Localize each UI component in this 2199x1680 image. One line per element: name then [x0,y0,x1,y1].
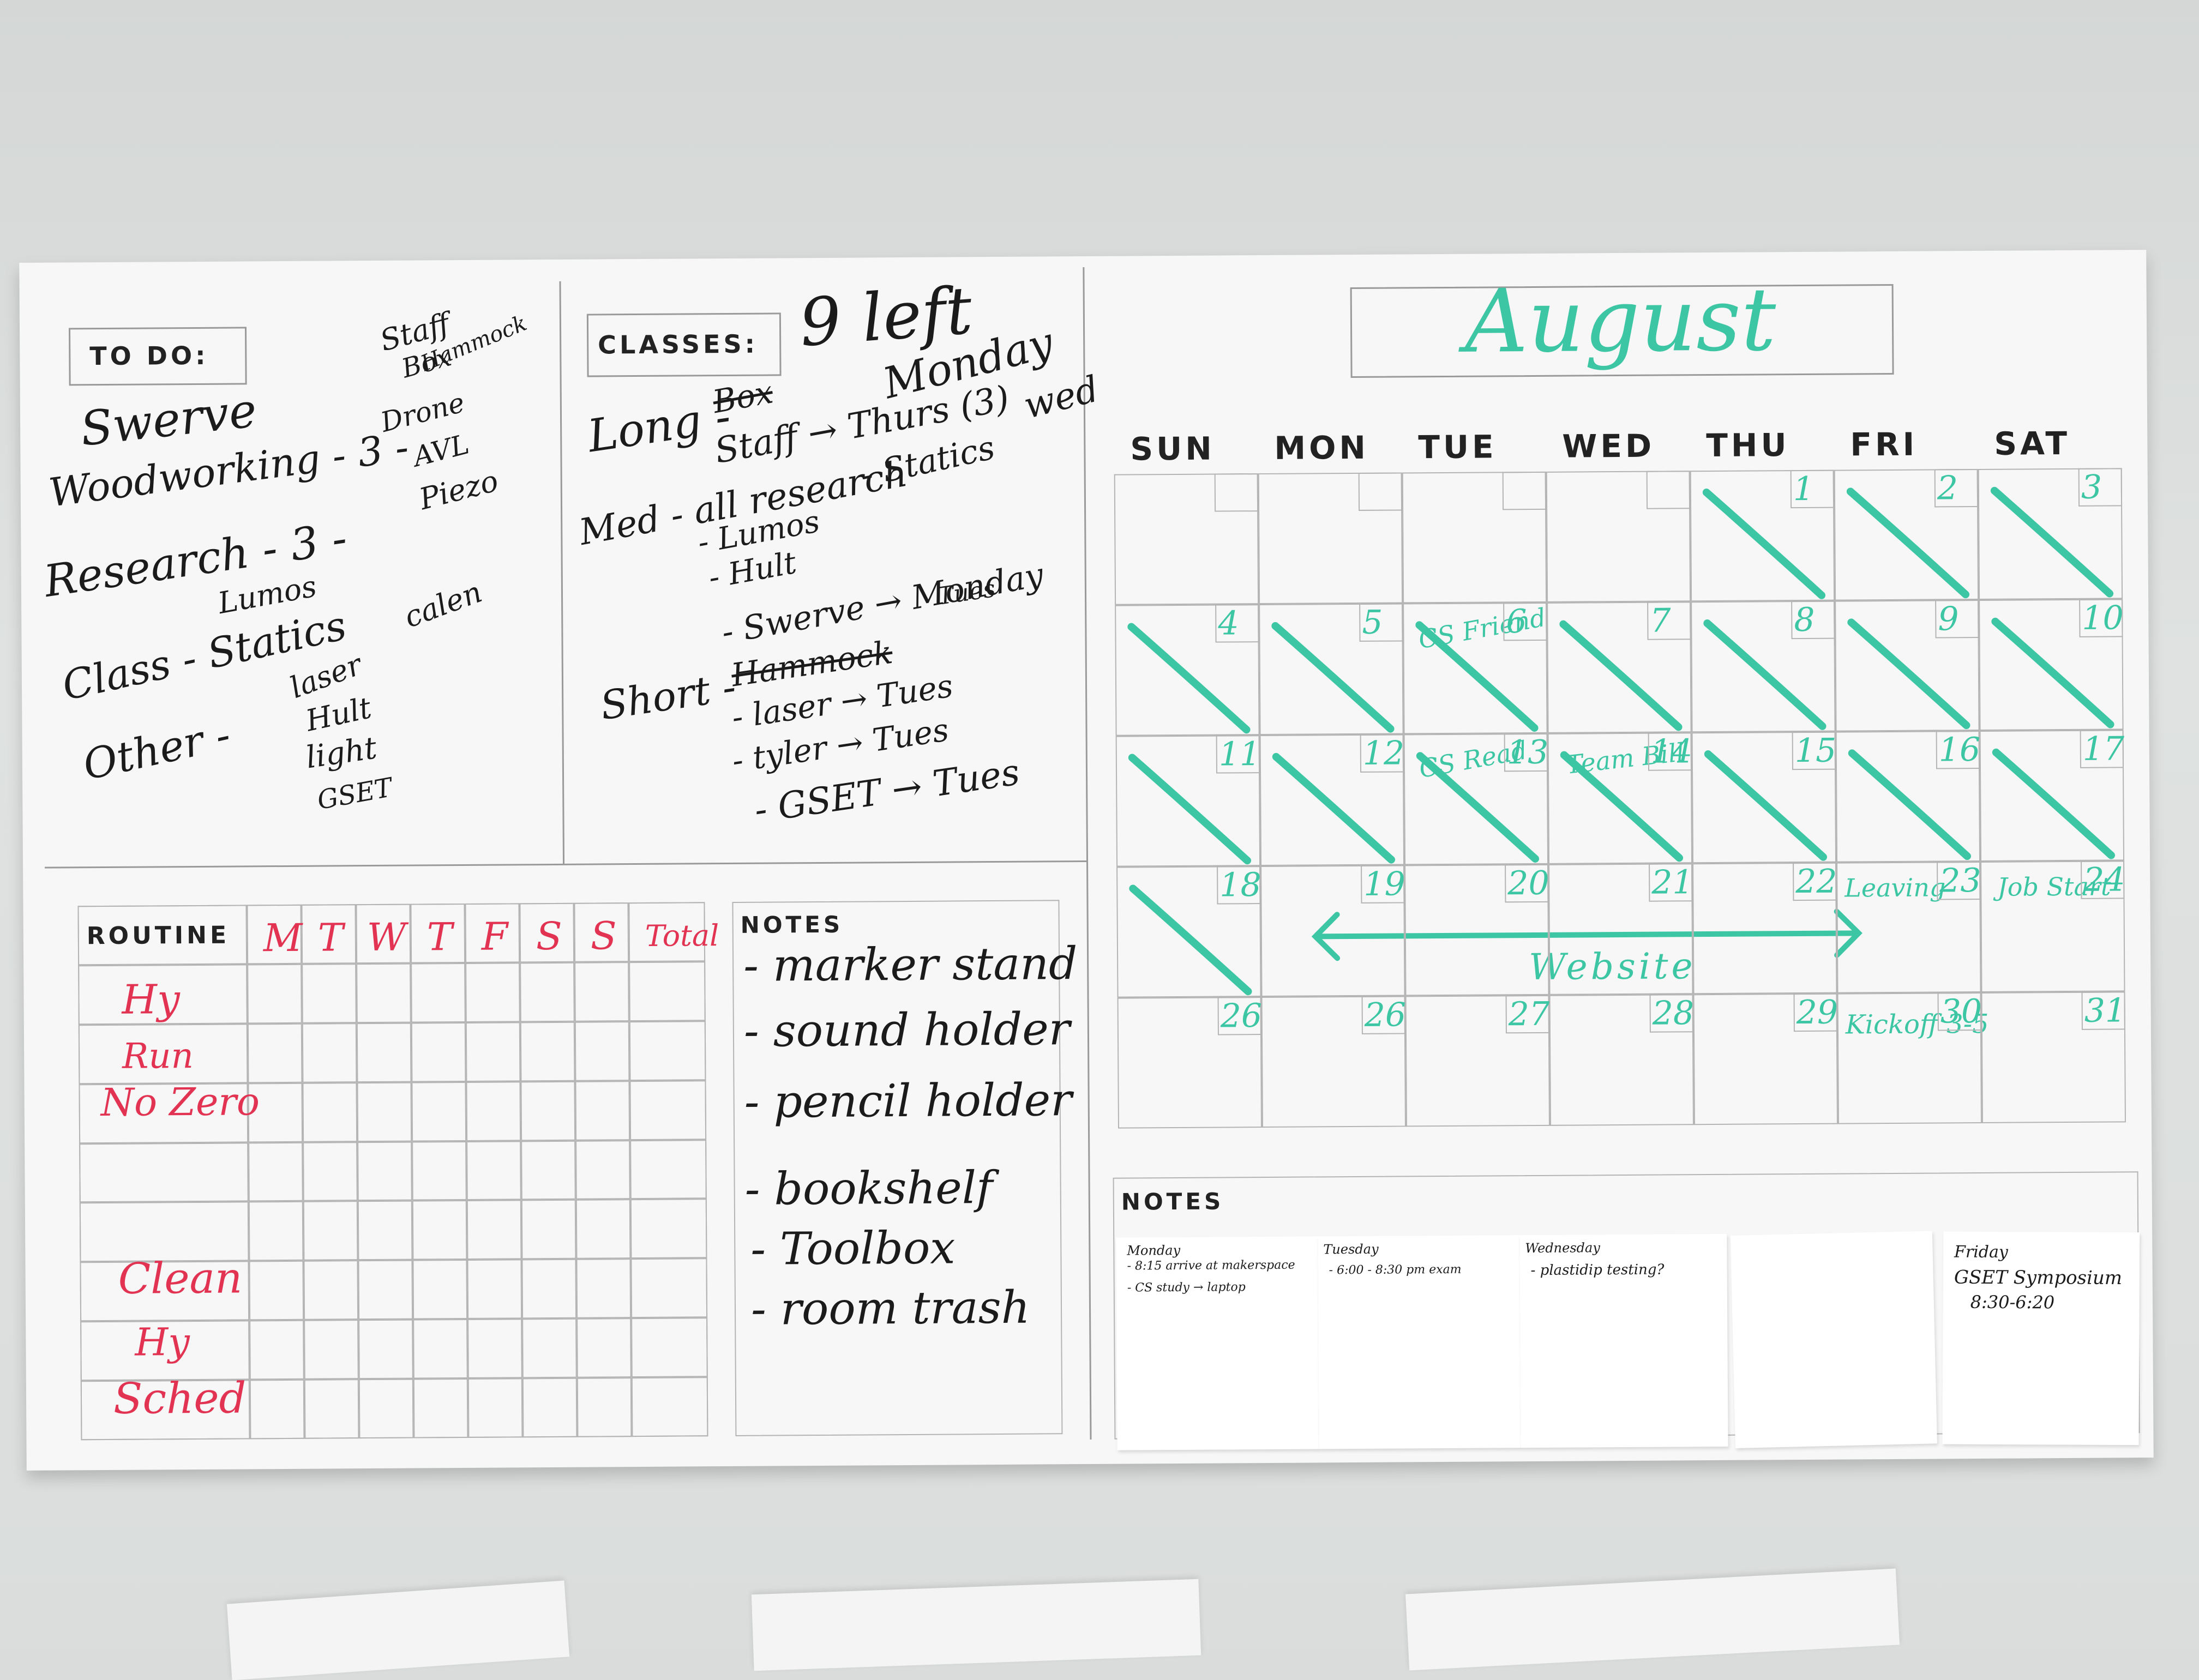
day-crossed-mark [1992,748,2115,859]
calendar-day-number: 22 [1795,862,1837,901]
calendar-day-number: 13 [1506,733,1549,772]
sticky-friday-line-2: 8:30-6:20 [1970,1291,2055,1313]
sticky-monday-line-2: - CS study → laptop [1127,1280,1246,1295]
day-crossed-mark [1127,623,1251,734]
sticky-tuesday: Tuesday - 6:00 - 8:30 pm exam [1318,1235,1521,1449]
calendar-day-number-box [1358,472,1403,511]
calendar-day-number: 27 [1508,995,1551,1034]
sticky-friday-title: Friday [1954,1242,2008,1262]
calendar-day-number: 14 [1650,732,1693,771]
sticky-monday-title: Monday [1127,1242,1181,1259]
sticky-tuesday-line-1: - 6:00 - 8:30 pm exam [1329,1262,1462,1278]
weekday-sun: SUN [1130,430,1216,468]
calendar-day-number: 26 [1220,997,1263,1035]
notes-right-header: NOTES [1121,1188,1224,1215]
sticky-monday: Monday - 8:15 arrive at makerspace - CS … [1116,1236,1319,1450]
sticky-wednesday: Wednesday - plastidip testing? [1519,1233,1728,1448]
day-crossed-mark [1991,617,2114,728]
day-crossed-mark [1272,752,1396,864]
calendar-day-number: 17 [2082,730,2125,768]
weekday-fri: FRI [1850,425,1918,463]
calendar-day-number: 3 [2081,468,2102,507]
calendar-day-number: 2 [1937,469,1958,508]
weekday-tue: TUE [1418,428,1497,466]
calendar-day-number: 16 [1938,730,1981,769]
weekday-wed: WED [1562,427,1655,465]
calendar-day-number: 24 [2083,860,2125,899]
day-crossed-mark [1128,754,1252,865]
calendar-day-number: 29 [1796,993,1838,1032]
calendar-day-number: 7 [1650,601,1671,640]
day-crossed-mark [1271,622,1395,733]
sticky-friday-line-1: GSET Symposium [1954,1266,2123,1289]
calendar-day-number: 20 [1507,864,1549,903]
whiteboard: TO DO: Swerve Woodworking - 3 - Research… [19,250,2154,1471]
day-crossed-mark [1703,619,1827,730]
day-crossed-mark [1415,621,1539,732]
day-crossed-mark [1560,751,1683,862]
paper-2 [751,1579,1201,1671]
calendar-day-number: 4 [1218,604,1239,643]
calendar-day-number: 15 [1794,731,1837,770]
calendar-day-number: 31 [2084,991,2126,1030]
sticky-wednesday-title: Wednesday [1525,1240,1600,1256]
calendar-day-number: 19 [1363,865,1405,904]
sticky-monday-line-1: - 8:15 arrive at makerspace [1127,1258,1295,1273]
day-crossed-mark [1704,750,1827,861]
calendar-day-number: 26 [1364,996,1407,1034]
calendar-day-number: 30 [1940,992,1982,1031]
weekday-mon: MON [1274,429,1369,467]
calendar-day-number: 9 [1938,600,1959,639]
sticky-tuesday-title: Tuesday [1323,1241,1379,1257]
sticky-blank [1730,1231,1937,1448]
day-crossed-mark [1990,486,2114,598]
weekday-thu: THU [1706,426,1790,465]
sticky-wednesday-line-1: - plastidip testing? [1530,1261,1665,1279]
calendar-day-number: 10 [2082,599,2124,637]
calendar-day-number: 5 [1362,603,1383,642]
calendar-day-number-box [1502,471,1547,510]
calendar-day-number: 6 [1506,603,1527,641]
calendar-day-number: 8 [1794,600,1815,640]
website-arrow [1311,908,1862,961]
calendar-day-number-box [1646,471,1691,509]
calendar-day-number: 28 [1652,994,1695,1033]
calendar-day-number: 12 [1362,734,1405,773]
calendar-marks [1127,486,2115,996]
calendar-day-number: 1 [1793,469,1815,509]
weekday-sat: SAT [1994,424,2071,462]
calendar-day-number: 18 [1219,866,1261,905]
day-crossed-mark [1848,749,1971,860]
day-crossed-mark [1847,618,1970,730]
day-crossed-mark [1846,487,1970,599]
calendar-day-number: 21 [1651,863,1693,902]
day-crossed-mark [1416,752,1539,863]
calendar-day-number-box [1214,473,1259,512]
calendar-day-number: 11 [1218,735,1261,774]
day-crossed-mark [1559,620,1683,731]
calendar-day-number: 23 [1939,861,1981,900]
sticky-friday: Friday GSET Symposium 8:30-6:20 [1942,1231,2140,1446]
day-crossed-mark [1702,489,1826,599]
day-crossed-mark [1129,884,1252,996]
